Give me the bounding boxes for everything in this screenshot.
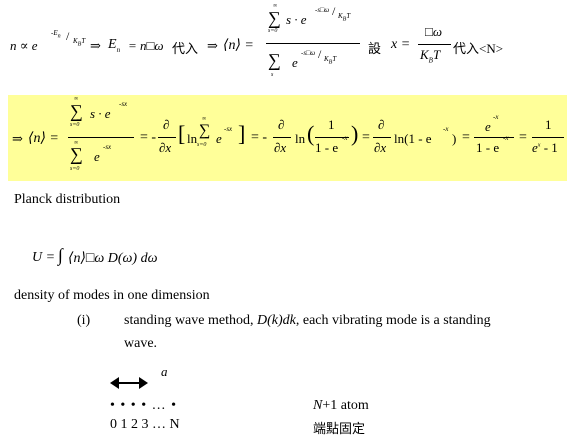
planck-heading: Planck distribution: [14, 192, 121, 207]
implies-arrow-1: ⇒: [90, 38, 101, 53]
denominator-kbt: KBT: [324, 55, 337, 66]
substitute-n-label: 代入<N>: [453, 41, 504, 56]
numerator-exponent: -s□ω: [315, 6, 330, 14]
numerator-term: s · e: [286, 12, 307, 27]
highlighted-derivation: [8, 95, 567, 181]
numerator-sum-lower: s=0: [268, 28, 278, 34]
x-definition: x =: [391, 37, 411, 52]
atom-dots: • • • • … •: [110, 398, 178, 413]
sum-symbol-num: ∑: [70, 101, 83, 121]
fraction-bar: [266, 43, 360, 44]
denominator-sum-symbol: ∑: [268, 50, 281, 70]
numerator-sum-symbol: ∑: [268, 8, 281, 28]
spacing-double-arrow: [110, 377, 148, 389]
fixed-ends-label: 端點固定: [313, 421, 366, 436]
item-marker: (i): [77, 313, 91, 328]
denominator-exponent: -s□ω: [301, 49, 316, 57]
atom-indices: 0 1 2 3 … N: [110, 417, 180, 432]
energy-rhs: = n□ω: [128, 38, 164, 53]
implies-arrow-2: ⇒: [207, 38, 218, 53]
proportional-expr: n ∝ e: [10, 38, 38, 53]
exponent-denominator: KBT: [73, 37, 86, 48]
x-numerator: □ω: [425, 24, 443, 39]
modes-heading: density of modes in one dimension: [14, 288, 210, 303]
denominator-term: e: [292, 55, 298, 70]
energy-lhs: En: [108, 37, 121, 54]
item-line-2: wave.: [124, 336, 158, 351]
implies-arrow-3: ⇒: [12, 131, 23, 146]
x-denominator: KBT: [420, 47, 441, 65]
let-label: 設: [368, 41, 382, 56]
occupation-average-2: ⟨n⟩ =: [28, 131, 59, 146]
integral-sign: ∫: [58, 245, 63, 265]
occupation-average: ⟨n⟩ =: [223, 38, 254, 53]
exponent-slash: /: [66, 29, 70, 43]
numerator-sum-upper: ∞: [273, 3, 278, 9]
sum-symbol-den: ∑: [70, 144, 83, 164]
substitute-label: 代入: [172, 41, 199, 56]
denominator-sum-lower: s: [271, 72, 274, 78]
exponent-numerator: -En: [51, 29, 61, 40]
lattice-spacing-label: a: [161, 364, 168, 379]
item-line-1: standing wave method, D(k)dk, each vibra…: [124, 313, 491, 328]
numerator-kbt: KBT: [338, 12, 351, 23]
atom-count-label: N+1 atom: [313, 398, 369, 413]
